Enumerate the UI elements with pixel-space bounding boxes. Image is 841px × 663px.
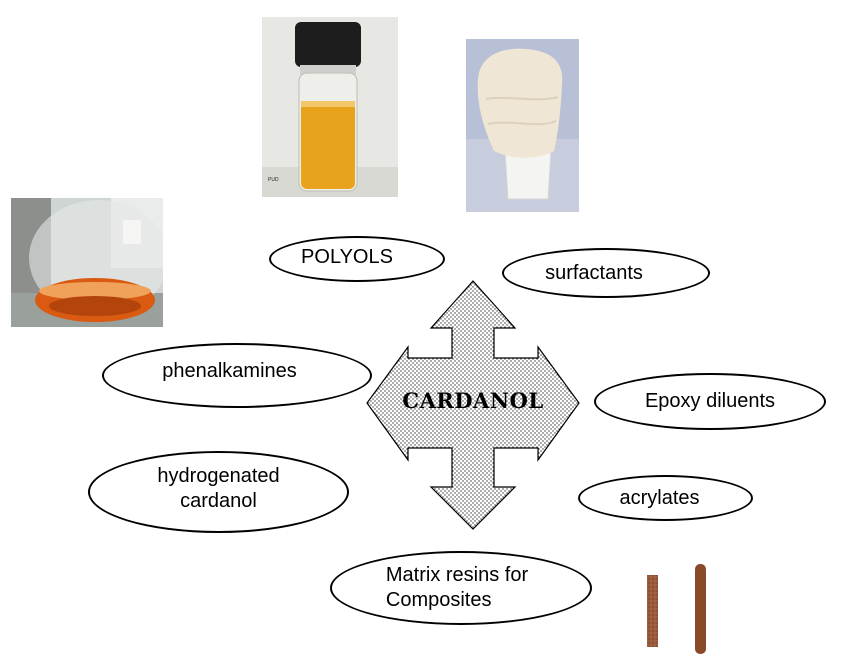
node-epoxy-diluents: Epoxy diluents — [594, 373, 826, 430]
vial-caption: PUD — [268, 177, 279, 183]
node-epoxy-diluents-label: Epoxy diluents — [644, 390, 776, 412]
node-surfactants-label: surfactants — [545, 261, 643, 284]
node-matrix-resins: Matrix resins for Composites — [330, 551, 592, 625]
node-acrylates: acrylates — [578, 475, 753, 521]
center-label: CARDANOL — [402, 388, 544, 413]
foam-photo — [466, 39, 579, 212]
node-acrylates-label: acrylates — [619, 486, 700, 509]
four-way-arrow — [366, 280, 580, 530]
vial-photo: PUD — [262, 17, 398, 197]
node-hydrogenated-cardanol: hydrogenated cardanol — [88, 451, 349, 533]
node-polyols: POLYOLS — [269, 236, 445, 282]
node-phenalkamines: phenalkamines — [102, 343, 372, 408]
flask-photo — [11, 198, 163, 327]
node-matrix-resins-label: Matrix resins for Composites — [385, 564, 529, 611]
node-hydrogenated-cardanol-label: hydrogenated cardanol — [157, 465, 280, 512]
node-polyols-label: POLYOLS — [301, 245, 393, 268]
composite-rods-photo — [636, 562, 720, 656]
node-surfactants: surfactants — [502, 248, 710, 298]
node-phenalkamines-label: phenalkamines — [162, 360, 297, 382]
